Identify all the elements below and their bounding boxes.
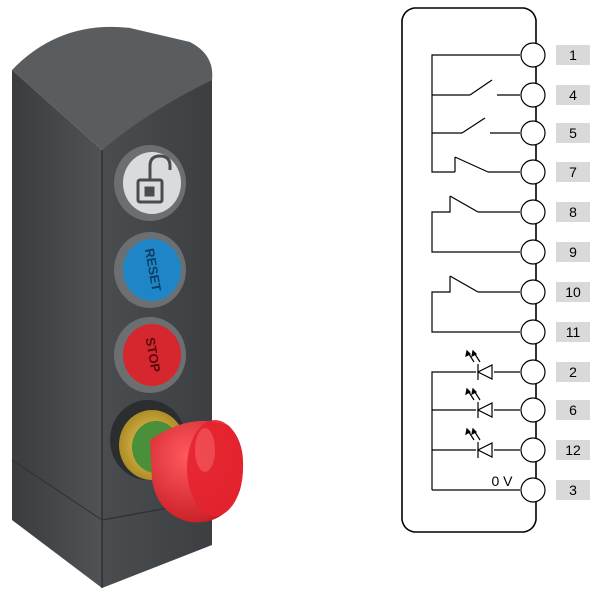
reset-button[interactable]: RESET [114,232,186,308]
terminal-11: 11 [520,319,590,345]
terminal-number: 2 [569,364,577,380]
terminal-number: 12 [565,442,581,458]
terminal-number: 5 [569,125,577,141]
terminal-number: 8 [569,204,577,220]
terminal-label-box [556,362,590,382]
terminal-label-box [556,282,590,302]
terminal-9: 9 [520,239,590,265]
terminal-circle [520,279,546,305]
terminal-circle [520,199,546,225]
terminal-circle [520,159,546,185]
terminal-number: 4 [569,87,577,103]
terminal-label-box [556,202,590,222]
terminal-number: 9 [569,244,577,260]
led-12 [465,427,493,458]
terminal-5: 5 [520,120,590,146]
terminal-label-box [556,322,590,342]
terminal-6: 6 [520,397,590,423]
unlock-button[interactable] [114,145,186,221]
terminal-number: 11 [566,324,581,340]
terminal-circle [520,359,546,385]
led-2 [465,349,493,380]
terminal-number: 3 [569,482,577,498]
terminal-number: 7 [569,164,577,180]
housing-top [12,26,213,150]
terminal-label-box [556,123,590,143]
stop-button-label: STOP [143,336,164,374]
terminal-1: 1 [520,42,590,68]
terminal-2: 2 [520,359,590,385]
terminal-circle [520,397,546,423]
housing-left-side [12,70,102,588]
terminal-circle [520,239,546,265]
led-6 [465,387,493,418]
terminal-label-box [556,440,590,460]
wiring-schematic: 0 V 1 4 5 7 8 9 10 11 2 6 12 3 [401,7,590,533]
terminal-column: 1 4 5 7 8 9 10 11 2 6 12 3 [520,42,590,503]
terminal-4: 4 [520,82,590,108]
terminal-circle [520,82,546,108]
terminal-10: 10 [520,279,590,305]
terminal-label-box [556,85,590,105]
terminal-label-box [556,242,590,262]
ground-label: 0 V [491,473,513,489]
terminal-label-box [556,162,590,182]
terminal-number: 6 [569,402,577,418]
terminal-number: 10 [565,284,581,300]
terminal-circle [520,120,546,146]
enclosure-outline [401,7,537,533]
terminal-label-box [556,45,590,65]
terminal-circle [520,42,546,68]
control-station: RESET STOP [11,26,244,588]
reset-button-label: RESET [142,247,164,292]
terminal-8: 8 [520,199,590,225]
wiring-lines [431,54,520,491]
padlock-open-icon [136,154,172,204]
terminal-12: 12 [520,437,590,463]
terminal-circle [520,477,546,503]
stop-button[interactable]: STOP [114,317,186,393]
terminal-label-box [556,400,590,420]
terminal-label-box [556,480,590,500]
led-symbols [465,349,493,458]
terminal-7: 7 [520,159,590,185]
terminal-circle [520,437,546,463]
emergency-stop-button[interactable] [110,400,244,523]
terminal-3: 3 [520,477,590,503]
terminal-number: 1 [569,47,577,63]
terminal-circle [520,319,546,345]
